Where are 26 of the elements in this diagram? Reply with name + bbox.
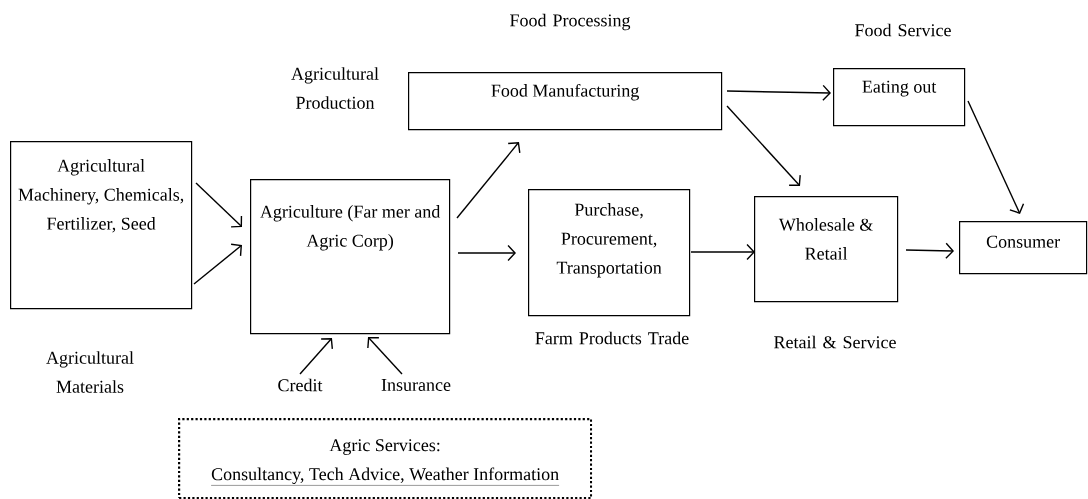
arrow: [195, 182, 243, 228]
arrow: [967, 100, 1025, 214]
section-label: Retail & Service: [774, 335, 896, 349]
section-label: Food Processing: [510, 13, 631, 31]
arrow: [299, 338, 333, 375]
process-box: Eating out: [833, 68, 966, 127]
process-box: Food Manufacturing: [408, 72, 723, 131]
arrow: [905, 242, 954, 260]
arrow: [193, 243, 242, 285]
section-label: Agricultural Production: [291, 67, 379, 109]
arrow: [690, 243, 755, 261]
process-box: Consumer: [959, 221, 1088, 275]
label-text: Insurance: [381, 379, 451, 391]
section-label: Agricultural Materials: [46, 351, 134, 393]
arrow: [726, 84, 831, 102]
section-label: Food Service: [855, 23, 951, 37]
arrow: [456, 142, 521, 219]
process-box: Agriculture (Far mer and Agric Corp): [250, 179, 451, 335]
arrow: [457, 244, 516, 262]
label-text: Credit: [278, 378, 323, 392]
process-box: Wholesale & Retail: [754, 196, 899, 303]
arrow: [726, 105, 801, 186]
arrow: [367, 337, 403, 375]
dotted-box: Agric Services: Consultancy, Tech Advice, Weather Information: [178, 418, 593, 499]
process-box: Purchase, Procurement, Transportation: [528, 189, 691, 317]
process-box: Agricultural Machinery, Chemicals, Fertilizer, Seed: [10, 141, 193, 310]
